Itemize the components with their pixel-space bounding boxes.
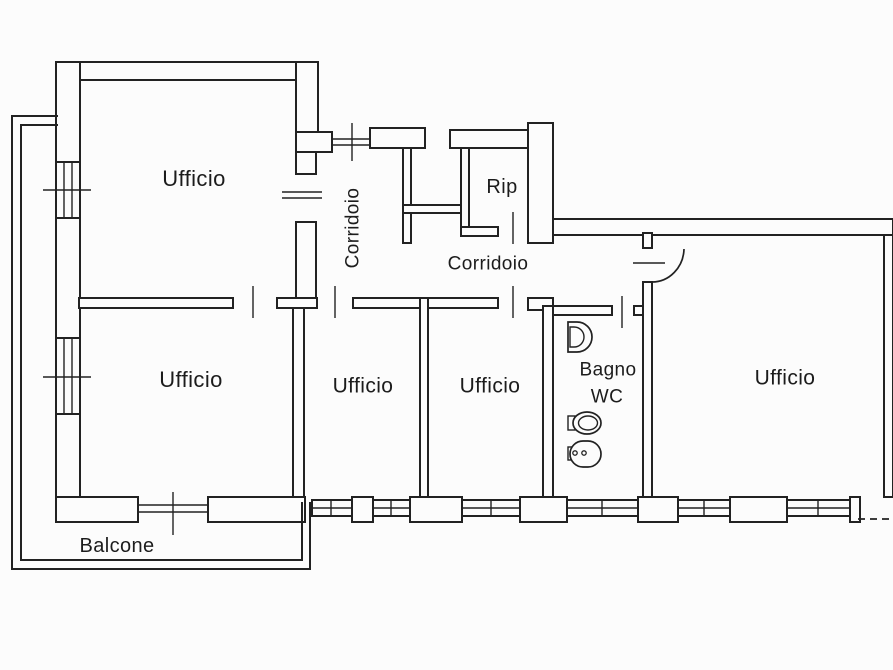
door-opening-office1-corridor: [282, 191, 322, 199]
toilet-icon: [567, 411, 602, 435]
window-left-bottom: [43, 337, 91, 415]
label-wc: WC: [590, 386, 624, 408]
windows-bottom: [311, 499, 851, 517]
label-ufficio-middle-right: Ufficio: [459, 374, 521, 398]
bidet-icon: [567, 440, 602, 468]
walls-top-right: [552, 218, 893, 499]
label-bagno: Bagno: [579, 359, 637, 381]
walls-bottom: [55, 496, 861, 523]
label-corridoio-vertical: Corridoio: [342, 187, 364, 269]
walls-rip: [449, 122, 554, 244]
sink-icon: [567, 321, 593, 353]
label-balcone: Balcone: [79, 535, 155, 557]
walls-corridor-top: [369, 127, 464, 244]
label-ufficio-right: Ufficio: [754, 366, 816, 390]
balcony-railing: [11, 115, 311, 570]
label-ufficio-top-left: Ufficio: [162, 166, 226, 191]
label-ufficio-middle-left: Ufficio: [332, 374, 394, 398]
walls-office-top-left: [55, 61, 333, 501]
balcony-french-door: [138, 492, 208, 535]
door-swing-arc-office-right: [651, 248, 685, 283]
label-rip: Rip: [486, 176, 518, 198]
label-corridoio-horizontal: Corridoio: [447, 253, 529, 275]
window-left-top: [43, 161, 91, 219]
window-corridor-top: [332, 123, 370, 161]
label-ufficio-bottom-left: Ufficio: [159, 367, 223, 392]
